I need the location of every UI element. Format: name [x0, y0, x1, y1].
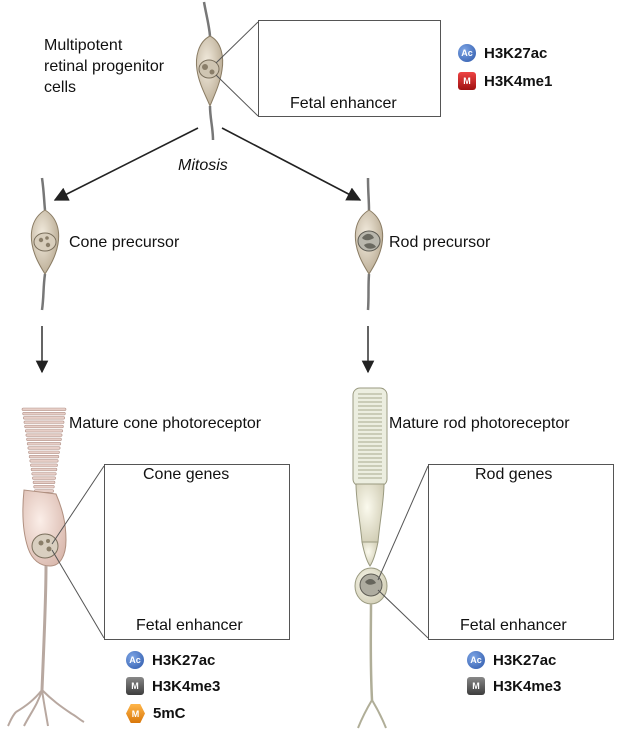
cone-genes-caption: Cone genes	[143, 466, 230, 483]
cone-fetal-enhancer-caption: Fetal enhancer	[136, 617, 243, 634]
progenitor-cell	[195, 1, 224, 141]
cone-disc	[27, 446, 61, 450]
mitosis-label: Mitosis	[178, 157, 228, 174]
callout-line	[377, 589, 429, 639]
cone-disc	[30, 467, 58, 472]
cone-disc	[23, 420, 65, 424]
cone-disc	[26, 437, 62, 442]
legend-rod-h3k4me3: M H3K4me3	[467, 677, 561, 695]
cone-disc	[32, 480, 56, 485]
progenitor-label-line2: retinal progenitor	[44, 58, 165, 75]
legend-top-h3k27ac: Ac H3K27ac	[458, 44, 547, 62]
fetal-enhancer-inset-top	[258, 20, 441, 117]
legend-cone-5mc: M 5mC	[126, 704, 186, 723]
mature-rod-label: Mature rod photoreceptor	[389, 415, 570, 432]
cone-precursor-label: Cone precursor	[69, 234, 180, 251]
cone-disc	[24, 429, 64, 433]
cone-disc	[31, 472, 57, 476]
cone-disc	[28, 450, 60, 454]
dna-methyl-icon: M	[126, 704, 145, 723]
legend-top-h3k4me1: M H3K4me1	[458, 72, 552, 90]
arrow-to-rod	[221, 127, 362, 201]
mature-rod-cell	[352, 387, 388, 729]
cone-disc	[30, 463, 58, 467]
methyl-red-icon: M	[458, 72, 476, 90]
cone-disc	[24, 424, 64, 429]
progenitor-label-line1: Multipotent	[44, 37, 123, 54]
cone-precursor-cell	[30, 177, 60, 311]
cone-disc	[22, 411, 66, 416]
cone-disc	[25, 433, 63, 437]
acetyl-icon: Ac	[467, 651, 485, 669]
callout-line	[215, 74, 259, 117]
rod-precursor-label: Rod precursor	[389, 234, 491, 251]
callout-line	[51, 549, 105, 639]
acetyl-icon: Ac	[126, 651, 144, 669]
fetal-enhancer-caption: Fetal enhancer	[290, 95, 397, 112]
cone-disc	[33, 485, 55, 489]
callout-line	[377, 465, 429, 581]
legend-cone-h3k27ac: Ac H3K27ac	[126, 651, 215, 669]
cone-disc	[22, 416, 66, 420]
rod-genes-inset	[428, 464, 614, 640]
cone-genes-inset	[104, 464, 290, 640]
cone-disc	[21, 407, 67, 411]
cone-disc	[28, 454, 60, 459]
acetyl-icon: Ac	[458, 44, 476, 62]
methyl-gray-icon: M	[467, 677, 485, 695]
methyl-gray-icon: M	[126, 677, 144, 695]
cone-disc	[29, 459, 59, 463]
rod-precursor-cell	[354, 177, 384, 311]
callout-line	[215, 21, 259, 64]
arrow-to-cone	[53, 127, 199, 201]
callout-line	[51, 465, 105, 545]
cone-disc	[32, 476, 56, 480]
rod-genes-caption: Rod genes	[475, 466, 553, 483]
mature-cone-label: Mature cone photoreceptor	[69, 415, 262, 432]
cone-disc	[26, 442, 62, 446]
legend-cone-h3k4me3: M H3K4me3	[126, 677, 220, 695]
legend-rod-h3k27ac: Ac H3K27ac	[467, 651, 556, 669]
mature-cone-cell	[7, 407, 85, 727]
rod-fetal-enhancer-caption: Fetal enhancer	[460, 617, 567, 634]
progenitor-label-line3: cells	[44, 79, 77, 96]
